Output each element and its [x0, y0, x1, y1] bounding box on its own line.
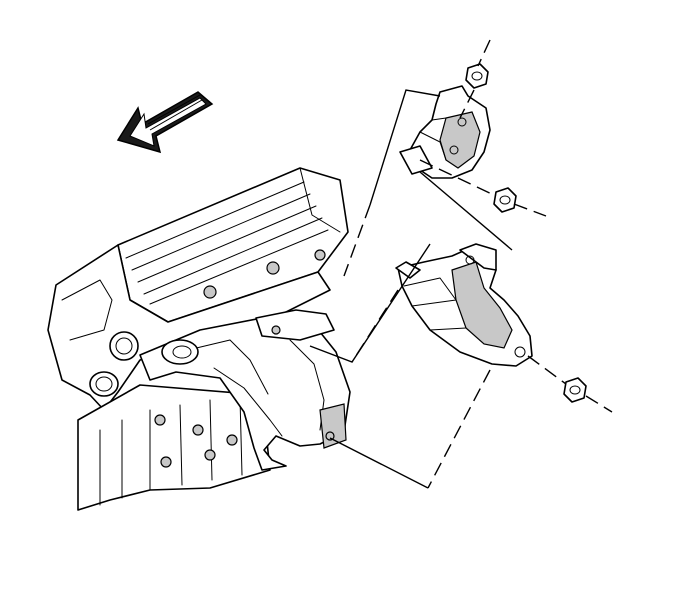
exhaust-manifold — [139, 309, 351, 471]
front-direction-arrow-icon — [116, 91, 214, 154]
nut-lower — [563, 377, 587, 403]
leader-lines — [309, 89, 513, 489]
nut-upper-top — [465, 63, 489, 89]
stud-centerlines — [419, 39, 613, 413]
lower-heat-shield — [395, 243, 533, 367]
engine-block — [47, 167, 349, 511]
upper-heat-shield — [399, 85, 491, 179]
nut-upper-side — [493, 187, 517, 213]
